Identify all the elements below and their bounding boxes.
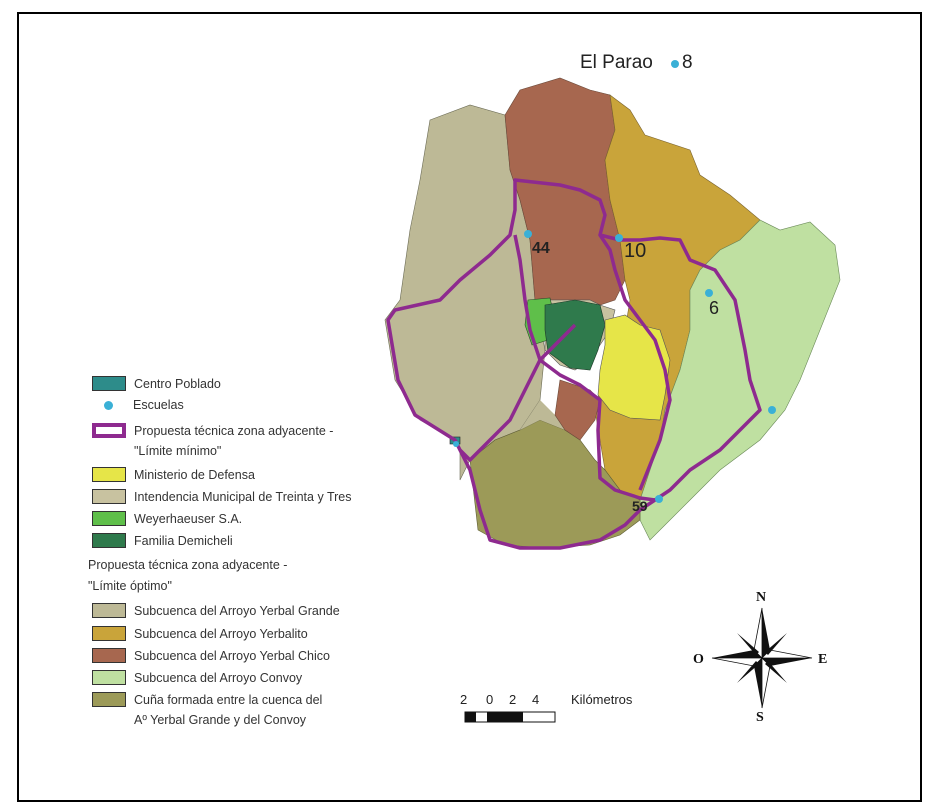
legend-limite-minimo-2: "Límite mínimo" (134, 444, 222, 458)
legend-optimo-1: Propuesta técnica zona adyacente - (88, 558, 288, 572)
swatch-centro-poblado (92, 376, 126, 391)
legend-yerbal-chico: Subcuenca del Arroyo Yerbal Chico (92, 648, 330, 663)
swatch-weyerhaeuser (92, 511, 126, 526)
legend-limite-minimo: Propuesta técnica zona adyacente - (92, 423, 333, 438)
label-el-parao: El Parao (580, 52, 653, 73)
school-6 (705, 289, 713, 297)
legend-convoy: Subcuenca del Arroyo Convoy (92, 670, 302, 685)
swatch-convoy (92, 670, 126, 685)
label-school-6: 6 (709, 298, 720, 318)
swatch-ministerio (92, 467, 126, 482)
compass-n: N (756, 590, 767, 605)
scale-tick-3: 2 (509, 692, 517, 707)
scale-tick-4: 4 (532, 692, 540, 707)
compass-icon (711, 607, 813, 709)
scale-tick-1: 2 (460, 692, 468, 707)
compass-o: O (693, 652, 704, 667)
legend-escuelas: Escuelas (92, 398, 184, 412)
school-el-parao (671, 60, 679, 68)
swatch-yerbal-grande (92, 603, 126, 618)
scale-tick-2: 0 (486, 692, 494, 707)
region-convoy (639, 219, 841, 541)
swatch-yerbal-chico (92, 648, 126, 663)
swatch-demicheli (92, 533, 126, 548)
school-10 (615, 234, 623, 242)
school-west (453, 441, 459, 447)
legend-weyerhaeuser: Weyerhaeuser S.A. (92, 511, 242, 526)
legend-optimo-2: "Límite óptimo" (88, 579, 172, 593)
legend-cuna-2: Aº Yerbal Grande y del Convoy (134, 713, 307, 727)
swatch-yerbalito (92, 626, 126, 641)
region-yerbal-grande-south (520, 400, 565, 430)
label-el-parao-num: 8 (682, 52, 693, 73)
label-school-59: 59 (632, 498, 648, 514)
scale-bar (464, 711, 556, 723)
legend-demicheli: Familia Demicheli (92, 533, 233, 548)
label-school-44: 44 (532, 240, 550, 257)
limite-minimo-boundary (386, 178, 762, 550)
compass-e: E (818, 652, 828, 667)
school-44 (524, 230, 532, 238)
parcel-ministerio (597, 314, 671, 421)
legend-yerbal-grande: Subcuenca del Arroyo Yerbal Grande (92, 603, 340, 618)
school-59 (655, 495, 663, 503)
label-school-10: 10 (624, 240, 647, 262)
swatch-intendencia (92, 489, 126, 504)
legend-yerbalito: Subcuenca del Arroyo Yerbalito (92, 626, 308, 641)
scale-unit: Kilómetros (571, 692, 633, 707)
swatch-cuna (92, 692, 126, 707)
swatch-limite-minimo (92, 423, 126, 438)
compass-s: S (756, 710, 764, 725)
school-east (768, 406, 776, 414)
legend-ministerio: Ministerio de Defensa (92, 467, 255, 482)
legend-intendencia: Intendencia Municipal de Treinta y Tres (92, 489, 351, 504)
escuelas-dot-icon (104, 400, 113, 410)
legend-centro-poblado: Centro Poblado (92, 376, 221, 391)
parcel-demicheli (544, 299, 606, 371)
legend-cuna: Cuña formada entre la cuenca del (92, 692, 322, 707)
